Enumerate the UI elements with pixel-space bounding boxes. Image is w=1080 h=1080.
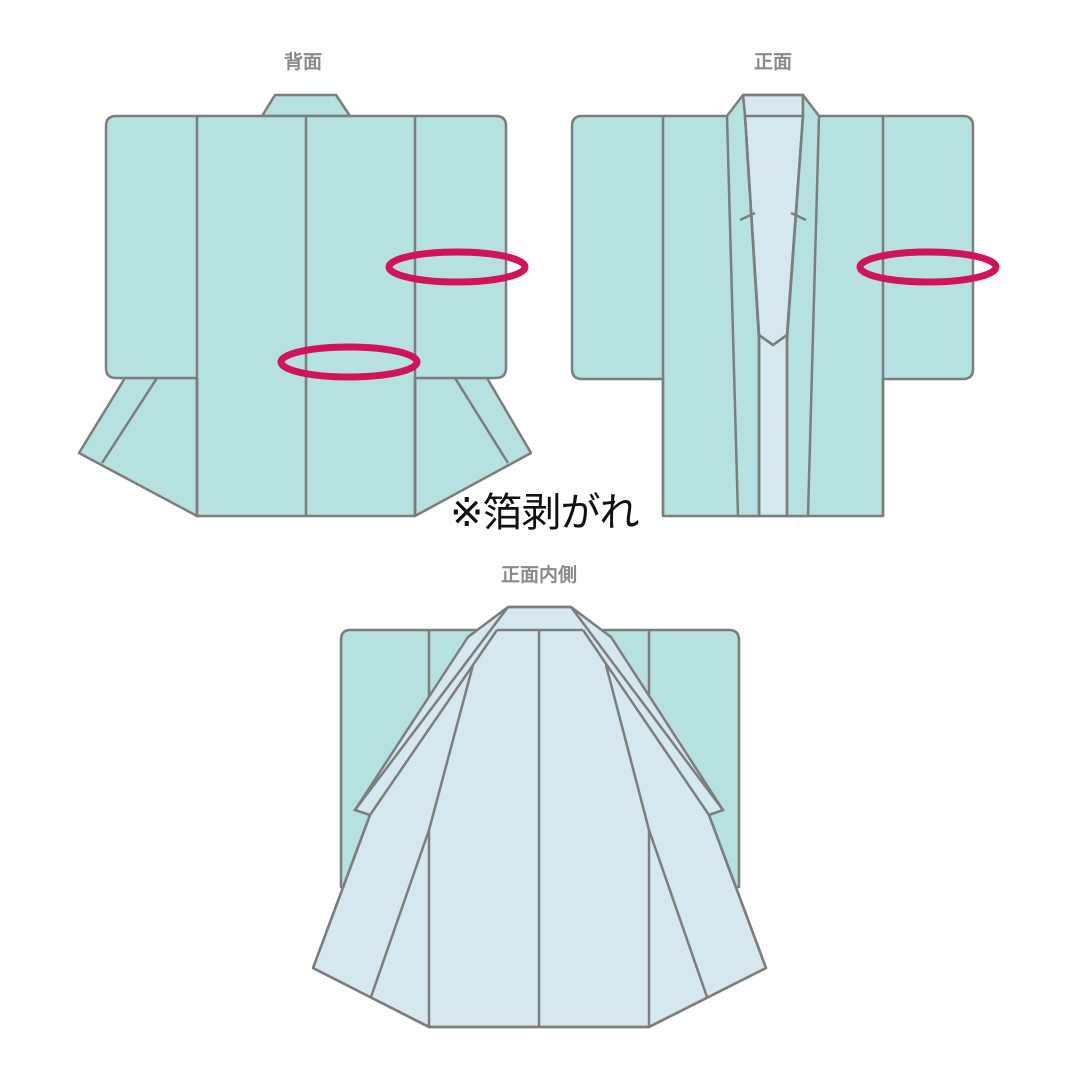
inside-view-label: 正面内側: [500, 564, 578, 586]
front-view: [570, 93, 1000, 518]
inside-view: [311, 605, 768, 1029]
foil-peeling-note: ※箔剥がれ: [450, 490, 640, 536]
damage-marker-front-sleeve: [856, 248, 1000, 286]
damage-marker-back-sleeve: [385, 248, 529, 286]
damage-marker-back-center: [277, 343, 421, 381]
back-left-flare: [77, 376, 199, 518]
back-view: [77, 93, 533, 518]
front-view-label: 正面: [753, 51, 793, 73]
back-collar: [260, 93, 352, 118]
back-view-label: 背面: [283, 51, 323, 73]
